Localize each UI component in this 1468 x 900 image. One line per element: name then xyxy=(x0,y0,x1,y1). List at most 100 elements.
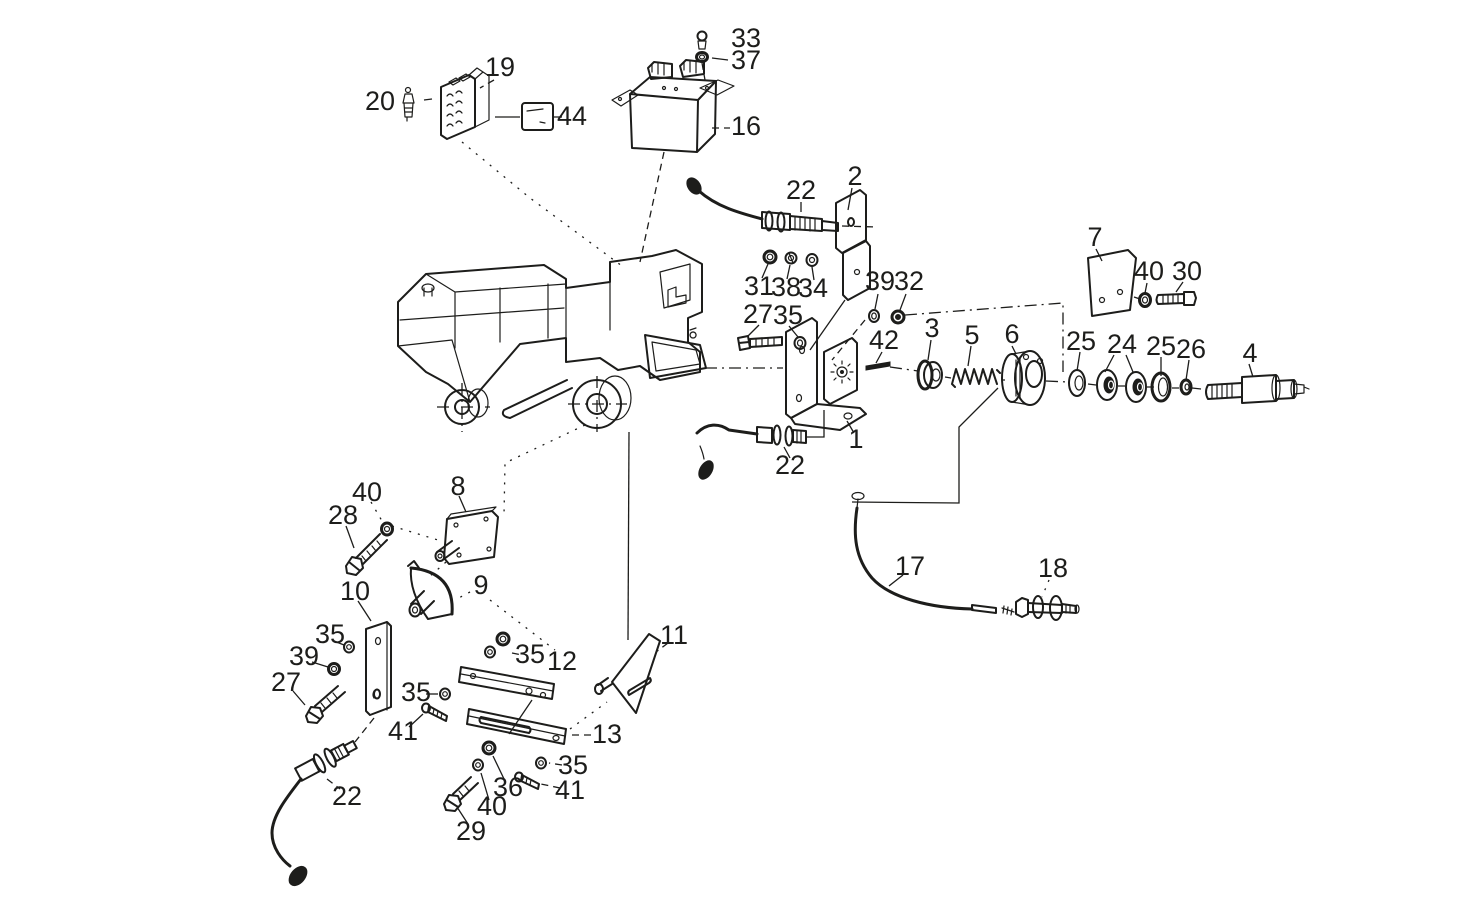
part-30-bolt-topright xyxy=(1155,281,1197,306)
part-13-slotted-bar xyxy=(466,708,594,745)
part-6-hub xyxy=(1001,345,1046,406)
part-22-sensor-bottom xyxy=(270,740,358,887)
part-label-32: 32 xyxy=(894,266,924,296)
part-label-33: 33 xyxy=(731,23,761,53)
part-label-40: 40 xyxy=(477,791,507,821)
part-11-plate xyxy=(594,633,669,714)
part-17-cable xyxy=(851,491,1015,616)
part-label-7: 7 xyxy=(1087,222,1102,252)
part-10-plate xyxy=(357,600,392,716)
part-label-19: 19 xyxy=(485,52,515,82)
part-40-washer-bottom xyxy=(472,758,490,801)
part-label-37: 37 xyxy=(731,45,761,75)
part-label-10: 10 xyxy=(340,576,370,606)
part-35-washer-bottom xyxy=(535,756,563,770)
part-label-9: 9 xyxy=(473,570,488,600)
part-label-40: 40 xyxy=(352,477,382,507)
part-25-washer-left xyxy=(1068,351,1086,397)
part-42-pin xyxy=(865,351,891,371)
part-41-screw-a xyxy=(408,702,448,728)
part-label-35: 35 xyxy=(558,750,588,780)
part-label-4: 4 xyxy=(1242,338,1257,368)
part-label-35: 35 xyxy=(401,677,431,707)
part-label-11: 11 xyxy=(660,620,688,650)
part-31-nut xyxy=(761,249,778,279)
part-label-35: 35 xyxy=(515,639,545,669)
part-44-relay xyxy=(495,102,562,131)
part-label-30: 30 xyxy=(1172,256,1202,286)
part-9-cam xyxy=(407,560,471,620)
part-39-washer-top xyxy=(868,293,880,323)
part-1-bracket xyxy=(785,317,867,434)
part-12-bar xyxy=(458,666,555,700)
part-40-nut-left xyxy=(370,501,394,537)
part-label-27: 27 xyxy=(271,667,301,697)
part-29-bolt xyxy=(443,776,479,825)
part-26-ring xyxy=(1179,359,1193,396)
part-label-24: 24 xyxy=(1107,329,1137,359)
part-41-screw-b xyxy=(514,771,561,790)
part-label-6: 6 xyxy=(1004,319,1019,349)
part-7-plate xyxy=(1087,248,1141,317)
part-label-39: 39 xyxy=(289,641,319,671)
part-label-8: 8 xyxy=(450,471,465,501)
part-label-12: 12 xyxy=(547,646,577,676)
part-label-29: 29 xyxy=(456,816,486,846)
part-label-22: 22 xyxy=(775,450,805,480)
part-label-16: 16 xyxy=(731,111,761,141)
part-25-washer-right xyxy=(1150,357,1172,403)
part-label-41: 41 xyxy=(388,716,418,746)
part-label-28: 28 xyxy=(328,500,358,530)
part-label-27: 27 xyxy=(743,299,773,329)
part-4-shaft xyxy=(1205,363,1310,404)
part-3-bushing xyxy=(916,339,943,391)
part-label-2: 2 xyxy=(847,161,862,191)
combine-harvester-illustration xyxy=(397,249,707,432)
part-28-bolt xyxy=(345,525,388,576)
reference-lines xyxy=(354,141,1202,743)
part-label-38: 38 xyxy=(771,272,801,302)
part-2-bracket xyxy=(835,187,871,301)
part-37-nut xyxy=(695,51,729,81)
part-20-fuse xyxy=(402,86,433,122)
part-label-39: 39 xyxy=(865,266,895,296)
part-label-36: 36 xyxy=(493,772,523,802)
part-label-26: 26 xyxy=(1176,334,1206,364)
part-35-washer-c xyxy=(426,687,451,701)
part-label-22: 22 xyxy=(332,781,362,811)
part-38-lock-washer xyxy=(784,251,798,280)
part-34-washer xyxy=(805,253,819,281)
part-label-25: 25 xyxy=(1146,331,1176,361)
part-22-sensor-top xyxy=(686,177,839,233)
part-label-1: 1 xyxy=(848,424,863,454)
part-label-22: 22 xyxy=(786,175,816,205)
part-label-20: 20 xyxy=(365,86,395,116)
part-24-bearing-a xyxy=(1096,354,1118,401)
part-label-25: 25 xyxy=(1066,326,1096,356)
part-22-sensor-mid xyxy=(695,410,825,480)
part-35-washers-mid xyxy=(484,631,523,659)
part-label-17: 17 xyxy=(895,551,925,581)
part-label-5: 5 xyxy=(964,320,979,350)
part-33-screw xyxy=(696,30,708,50)
part-label-34: 34 xyxy=(798,273,828,303)
part-32-nut-top xyxy=(890,293,907,325)
part-label-41: 41 xyxy=(555,775,585,805)
part-label-44: 44 xyxy=(557,101,587,131)
part-label-40: 40 xyxy=(1134,256,1164,286)
part-36-nut xyxy=(481,740,506,782)
part-label-13: 13 xyxy=(592,719,622,749)
part-27-bolt-left xyxy=(292,685,346,724)
part-24-bearing-b xyxy=(1125,354,1147,403)
part-label-3: 3 xyxy=(924,313,939,343)
part-5-spring xyxy=(951,345,1001,388)
part-8-stud-plate xyxy=(434,495,499,565)
part-label-35: 35 xyxy=(773,300,803,330)
part-label-42: 42 xyxy=(869,325,899,355)
part-19-fuse-box xyxy=(440,67,495,140)
part-label-31: 31 xyxy=(744,271,774,301)
part-16-control-box xyxy=(611,59,735,153)
